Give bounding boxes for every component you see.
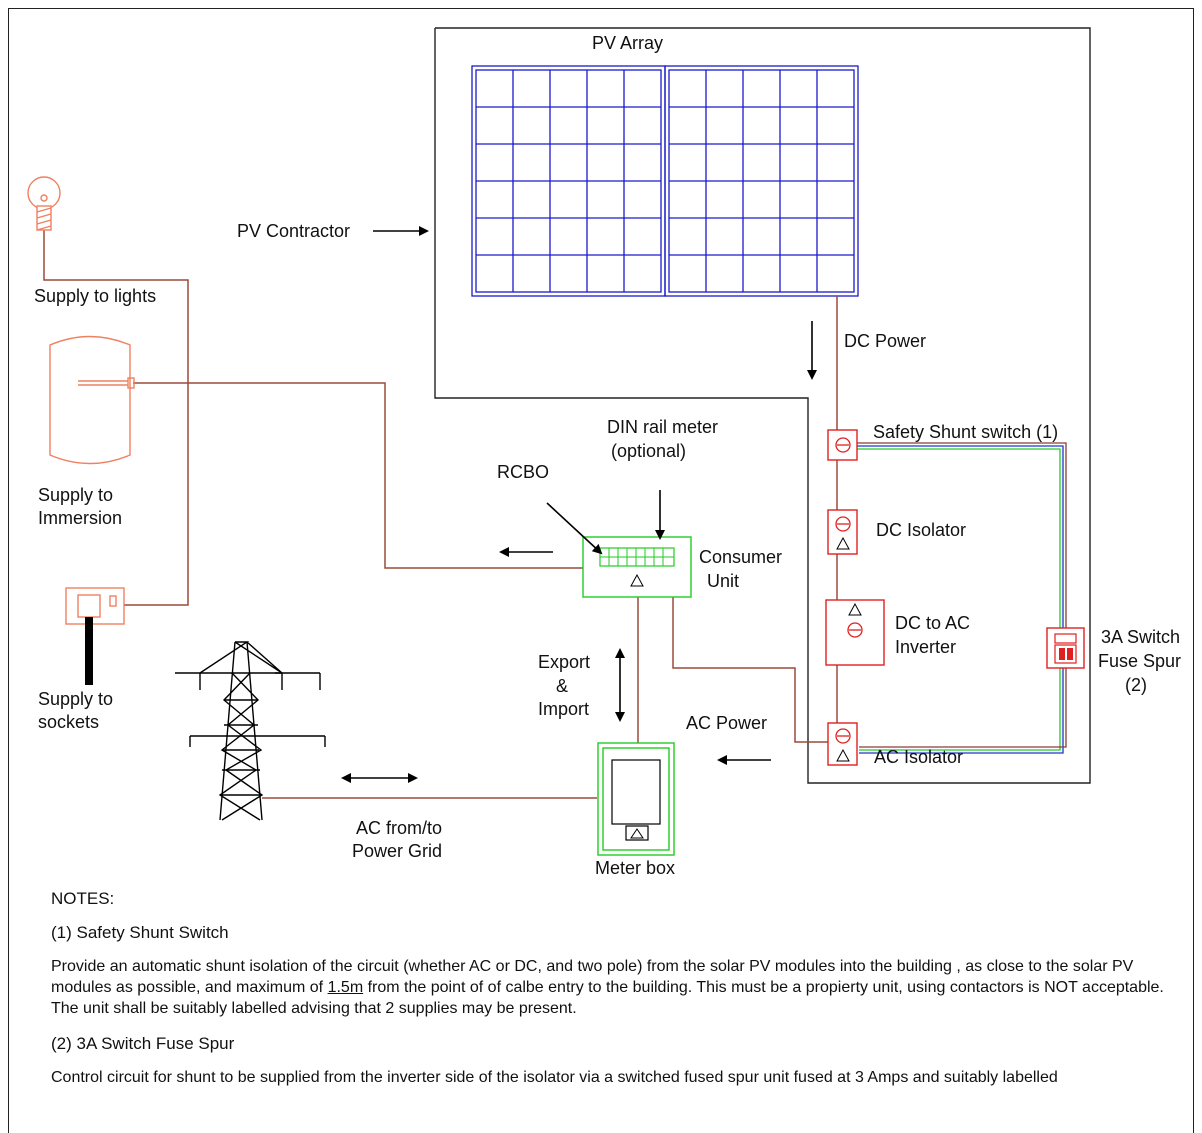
control-wiring <box>857 442 1067 754</box>
din-meter-label-2: (optional) <box>611 441 686 461</box>
note2-text: Control circuit for shunt to be supplied… <box>51 1069 1058 1086</box>
note1-distance: 1.5m <box>327 979 364 996</box>
dc-isolator <box>827 509 858 555</box>
inverter-label-2: Inverter <box>895 637 956 657</box>
pv-array <box>471 65 859 297</box>
switch-spur-label-2: Fuse Spur <box>1098 651 1181 671</box>
switch-fuse-spur <box>1046 627 1085 669</box>
consumer-unit-label: Consumer <box>699 547 782 567</box>
export-label-2: & <box>556 676 568 696</box>
pv-array-label: PV Array <box>592 33 663 53</box>
ac-isolator <box>827 722 858 766</box>
rcbo-label: RCBO <box>497 462 549 482</box>
dc-isolator-label: DC Isolator <box>876 520 966 540</box>
safety-shunt-label: Safety Shunt switch (1) <box>873 422 1058 442</box>
export-label-3: Import <box>538 699 589 719</box>
grid-label-2: Power Grid <box>352 841 442 861</box>
switch-spur-label-3: (2) <box>1125 675 1147 695</box>
pv-contractor-boundary <box>434 27 1091 784</box>
arrows <box>341 226 817 783</box>
wiring <box>43 230 838 799</box>
pv-wiring-diagram: PV Array PV Contractor Supply to lights … <box>27 27 1181 878</box>
dc-ac-inverter <box>825 599 885 666</box>
ac-isolator-label: AC Isolator <box>874 747 963 767</box>
switch-spur-label: 3A Switch <box>1101 627 1180 647</box>
note1-title: (1) Safety Shunt Switch <box>51 923 229 942</box>
ac-power-label: AC Power <box>686 713 767 733</box>
export-label: Export <box>538 652 590 672</box>
meter-box-label: Meter box <box>595 858 675 878</box>
safety-shunt-switch <box>827 429 858 461</box>
note2-title: (2) 3A Switch Fuse Spur <box>51 1034 235 1053</box>
pv-contractor-label: PV Contractor <box>237 221 350 241</box>
notes-heading: NOTES: <box>51 889 115 908</box>
note1-text: Provide an automatic shunt isolation of … <box>51 956 1181 1019</box>
note1-text-a: Provide an automatic shunt isolation of … <box>51 958 1134 996</box>
supply-lights-label: Supply to lights <box>34 286 156 306</box>
grid-label: AC from/to <box>356 818 442 838</box>
light-bulb-icon <box>27 176 61 231</box>
warning-icon <box>630 573 644 587</box>
note1-text-b: from the point of of calbe entry to the … <box>51 979 1164 1017</box>
notes-section: NOTES: (1) Safety Shunt Switch Provide a… <box>51 888 1181 1102</box>
consumer-unit <box>582 536 692 598</box>
socket-plug-cable <box>85 617 93 685</box>
supply-immersion-label: Supply to <box>38 485 113 505</box>
meter-box <box>597 742 675 856</box>
dc-power-label: DC Power <box>844 331 926 351</box>
diagram-frame <box>8 8 1194 1133</box>
pylon-icon <box>175 641 326 821</box>
rcbo-arrow <box>546 502 603 555</box>
inverter-label: DC to AC <box>895 613 970 633</box>
supply-sockets-label-2: sockets <box>38 712 99 732</box>
din-meter-label: DIN rail meter <box>607 417 718 437</box>
immersion-tank-icon <box>49 335 135 465</box>
supply-sockets-label: Supply to <box>38 689 113 709</box>
socket-icon <box>65 587 125 625</box>
supply-immersion-label-2: Immersion <box>38 508 122 528</box>
consumer-unit-label-2: Unit <box>707 571 739 591</box>
